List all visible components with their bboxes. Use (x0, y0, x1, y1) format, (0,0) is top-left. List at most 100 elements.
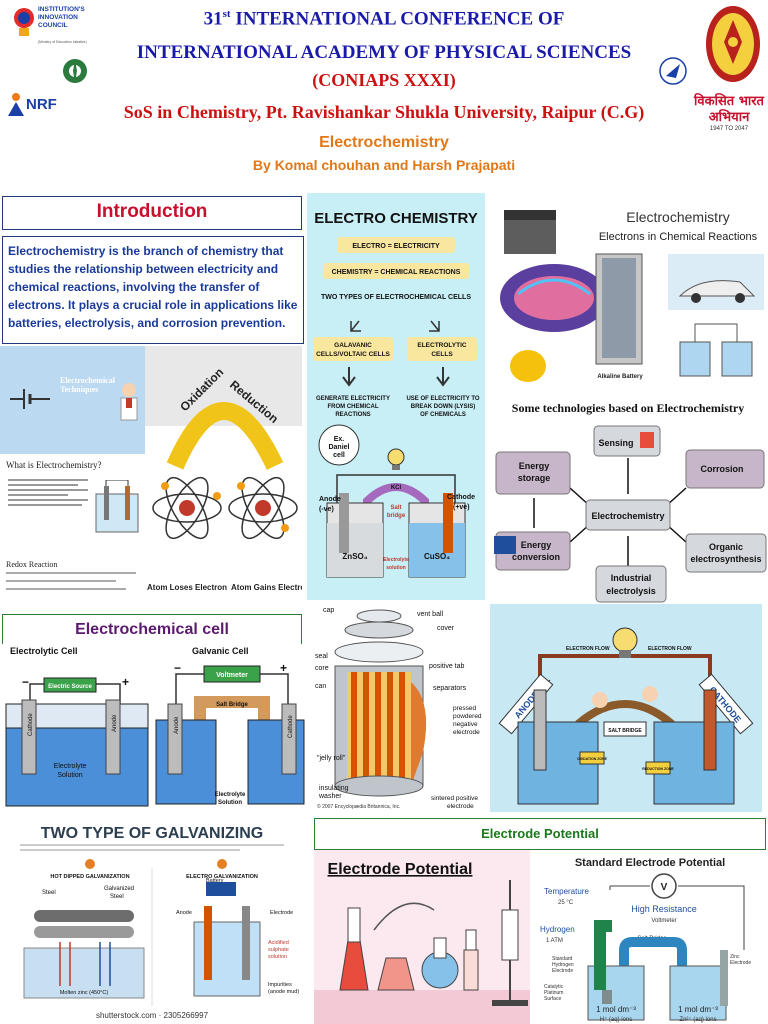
galvanizing-panel: TWO TYPE OF GALVANIZING HOT DIPPED GALVA… (0, 816, 305, 1024)
battery-label-pressed-2: powdered (453, 713, 482, 720)
temperature-value: 25 °C (558, 900, 574, 906)
galvanic-minus: − (174, 661, 181, 675)
viksit-bharat-logo: विकसित भारत अभियान 1947 TO 2047 (694, 94, 764, 144)
tech-node-energy-conversion-2: conversion (512, 552, 560, 562)
battery-label-positive-tab: positive tab (429, 663, 465, 670)
salt-bridge-label-2: bridge (387, 513, 406, 519)
atom-right-icon (228, 476, 298, 540)
galvanic-cathode-label: Cathode (288, 715, 294, 738)
conference-suffix: st (222, 8, 231, 20)
galvanic-electrolyte-label: Electrolyte (215, 792, 246, 798)
electrode-potential-heading: Electrode Potential (481, 826, 599, 841)
battery-label-insulating-2: washer (318, 793, 342, 800)
electrolytic-cells-label-2: CELLS (431, 351, 453, 358)
salt-bridge-sign: SALT BRIDGE (608, 728, 642, 734)
battery-label-vent-ball: vent ball (417, 611, 444, 618)
galvanic-plus: + (280, 661, 287, 675)
introduction-heading-box: Introduction (2, 196, 302, 230)
battery-label-sintered-2: electrode (447, 803, 474, 810)
impurities-label-2: (anode mud) (268, 989, 299, 995)
university-seal-icon (706, 6, 760, 82)
techniques-title: Electrochemical Techniques (60, 376, 115, 394)
tech-node-sensing: Sensing (598, 438, 633, 448)
high-resistance-label: High Resistance (631, 904, 697, 914)
left-concentration: 1 mol dm⁻³ (596, 1005, 636, 1014)
conference-number: 31 (203, 8, 223, 30)
oxidation-zone-sign: OXIDATION ZONE (577, 757, 608, 761)
cathode-label: Cathode (447, 494, 475, 501)
electrochemical-cell-heading: Electrochemical cell (75, 621, 229, 638)
catalytic-label-1: Catalytic (544, 984, 564, 990)
reduction-zone-sign: REDUCTION ZONE (642, 767, 674, 771)
hydrogen-label: Hydrogen (540, 925, 575, 934)
electrolyte-solution-label-2: Solution (57, 772, 82, 779)
electro-galvanization-label: ELECTRO GALVANIZATION (186, 874, 258, 880)
electrolyte-label: Electrolyte (383, 557, 409, 563)
electrolytic-desc-2: BREAK DOWN (LYSIS) (411, 404, 475, 410)
acid-label-3: solution (268, 954, 287, 960)
iic-logo: INSTITUTION'S INNOVATION COUNCIL (Minist… (10, 4, 90, 64)
technologies-panel: Some technologies based on Electrochemis… (490, 396, 768, 606)
electrolyte-label-2: solution (386, 565, 405, 571)
electric-source-label: Electric Source (48, 684, 92, 690)
galvanizing-credit: shutterstock.com · 2305266997 (96, 1011, 209, 1020)
zinc-label-2: Electrode (730, 960, 751, 966)
bulb-icon (14, 8, 34, 36)
atom-loses-label: Atom Loses Electron (147, 583, 227, 592)
galvanic-desc-2: FROM CHEMICAL (328, 404, 379, 410)
battery-label-insulating-1: insulating (319, 785, 349, 792)
acid-label-1: Acidified (268, 940, 289, 946)
battery-label-separators: separators (433, 685, 467, 692)
electrolyte-solution-label: Electrolyte (54, 763, 87, 770)
tech-node-industrial-1: Industrial (611, 573, 652, 583)
galvanic-cells-label-2: CELLS/VOLTAIC CELLS (316, 351, 390, 358)
battery-label-pressed-4: electrode (453, 729, 480, 736)
galvanic-electrolyte-label-2: Solution (218, 800, 242, 806)
electrons-title: Electrochemistry (626, 209, 729, 225)
battery-label-cap: cap (323, 607, 334, 614)
sep-title: Standard Electrode Potential (575, 857, 725, 869)
cells-diagram-panel: Electrolytic Cell Galvanic Cell Electric… (0, 644, 305, 812)
cartoon-electron-flow-panel: ELECTRON FLOW ELECTRON FLOW ANODE CATHOD… (490, 604, 762, 812)
galvanic-cells-label: GALAVANIC (334, 342, 372, 349)
introduction-body-box: Electrochemistry is the branch of chemis… (2, 236, 304, 344)
poster-authors: By Komal chouhan and Harsh Prajapati (252, 157, 516, 173)
right-concentration: 1 mol dm⁻³ (678, 1005, 718, 1014)
she-label-3: Electrode (552, 968, 573, 974)
galvanic-anode-label: Anode (174, 716, 180, 734)
battery-label-core: core (315, 665, 329, 672)
salt-bridge-label: Salt Bridge (216, 702, 248, 708)
lightbulb-icon (612, 627, 638, 658)
acid-label-2: sulphate (268, 947, 289, 953)
galvanizing-title: TWO TYPE OF GALVANIZING (41, 825, 264, 842)
electrolytic-cell-title: Electrolytic Cell (10, 646, 78, 656)
electro-chemistry-panel: ELECTRO CHEMISTRY ELECTRO = ELECTRICITY … (307, 193, 485, 600)
electrolytic-desc-3: OF CHEMICALS (420, 412, 466, 418)
left-ion: H⁺ (aq) ions (600, 1016, 633, 1023)
tech-node-organic-1: Organic (709, 542, 743, 552)
galvanic-desc-3: REACTIONS (335, 412, 370, 418)
conference-title-line1: 31st INTERNATIONAL CONFERENCE OF (0, 8, 768, 30)
she-label-2: Hydrogen (552, 962, 574, 968)
electrolytic-cathode-label: Cathode (28, 713, 34, 736)
alkaline-battery-label: Alkaline Battery (597, 374, 643, 380)
battery-label-can: can (315, 683, 326, 690)
electron-flow-left: ELECTRON FLOW (566, 646, 610, 652)
techniques-panel: Electrochemical Techniques What is Elect… (0, 346, 145, 602)
znso4-label: ZnSO₄ (342, 552, 367, 561)
example-label-2: Daniel (328, 444, 349, 451)
lightbulb-icon (387, 448, 405, 470)
galvanic-desc-1: GENERATE ELECTRICITY (316, 396, 390, 402)
atom-illustration: Oxidation Reduction Atom Loses Electron … (145, 365, 302, 602)
electrolytic-plus: + (122, 675, 129, 689)
viksit-bharat-text: विकसित भारत अभियान (694, 94, 764, 125)
chemistry-eq: CHEMISTRY = CHEMICAL REACTIONS (332, 269, 461, 276)
salt-bridge-label: Salt (390, 505, 401, 511)
battery-label-seal: seal (315, 653, 328, 660)
electrode-potential-heading-box: Electrode Potential (314, 818, 766, 850)
catalytic-label-2: Platinum (544, 990, 563, 996)
techniques-bullets (8, 476, 88, 509)
tech-node-energy-conversion-1: Energy (521, 540, 552, 550)
poster-topic: Electrochemistry (319, 134, 449, 151)
tech-node-energy-storage-2: storage (518, 473, 551, 483)
